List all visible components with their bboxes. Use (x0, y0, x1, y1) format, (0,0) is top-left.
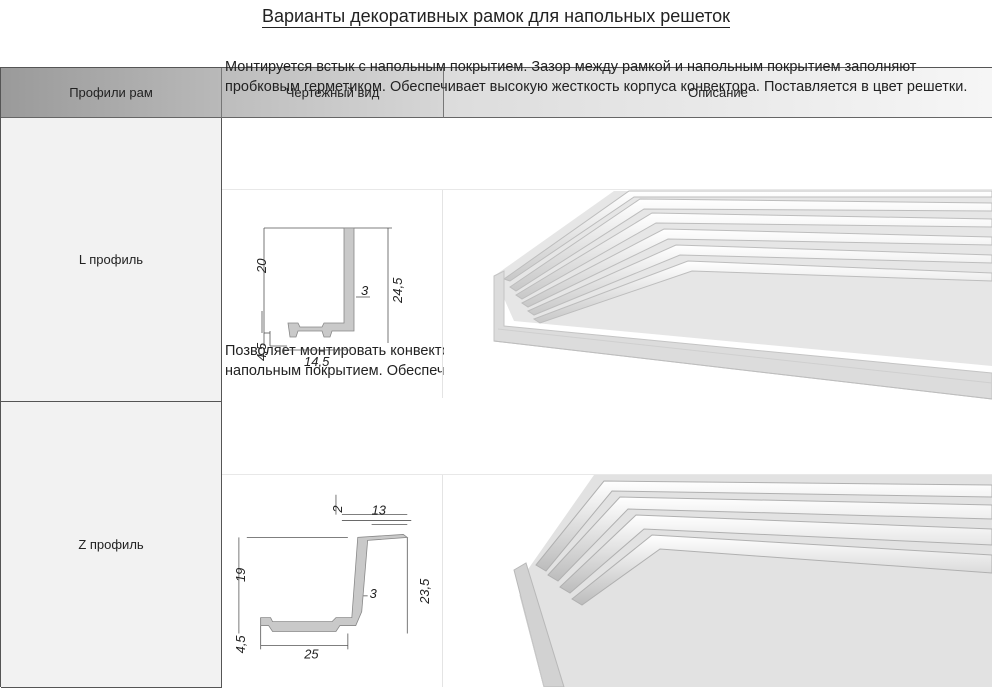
column-header-description: Описание (444, 68, 992, 118)
z-dim-wall: 3 (370, 586, 378, 601)
frames-table: Профили рам Чертежный вид Описание L про… (0, 67, 992, 688)
z-dim-total: 23,5 (417, 578, 432, 605)
page-title-text: Варианты декоративных рамок для напольны… (261, 6, 731, 28)
l-dim-wall: 3 (361, 283, 369, 298)
cell-divider (442, 190, 443, 398)
l-dim-base: 4,5 (254, 342, 269, 361)
l-dim-height: 20 (254, 258, 269, 274)
z-dim-flange: 13 (372, 503, 387, 518)
column-header-profiles: Профили рам (1, 68, 222, 118)
l-grille-photo (444, 190, 992, 400)
z-profile-drawing: 2 13 19 23,5 3 4,5 25 (233, 494, 432, 661)
row-divider (222, 189, 992, 190)
profile-name-l: L профиль (1, 118, 222, 402)
l-dim-width: 14,5 (304, 354, 330, 369)
z-dim-width: 25 (303, 646, 319, 661)
z-dim-top: 2 (330, 505, 345, 513)
z-dim-height: 19 (233, 568, 248, 582)
column-header-drawing: Чертежный вид (222, 68, 444, 118)
l-profile-drawing: 20 24,5 3 4,5 14,5 (254, 227, 405, 369)
profile-name-z: Z профиль (1, 402, 222, 688)
l-dim-total: 24,5 (390, 277, 405, 304)
z-profile-shape (260, 534, 409, 632)
description-l: Монтируется встык с напольным покрытием.… (225, 59, 968, 95)
z-dim-base: 4,5 (233, 635, 248, 654)
page-title: Варианты декоративных рамок для напольны… (0, 6, 992, 28)
cell-divider (442, 475, 443, 687)
z-grille-photo (444, 475, 992, 687)
row-divider (222, 474, 992, 475)
l-profile-shape (287, 227, 355, 338)
